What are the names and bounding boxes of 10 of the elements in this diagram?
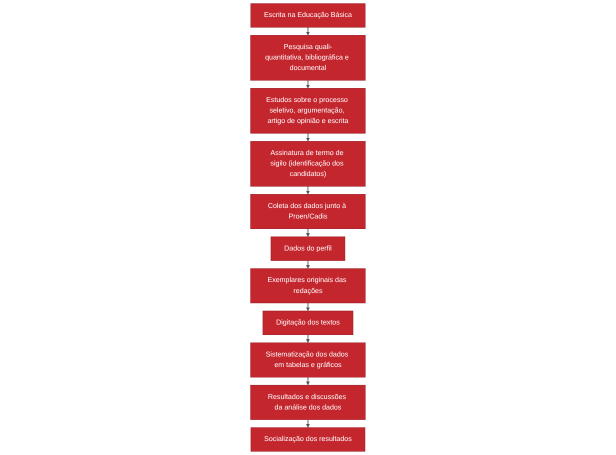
- arrow: [306, 228, 310, 237]
- arrow: [306, 186, 310, 195]
- arrow: [306, 419, 310, 428]
- arrow: [306, 80, 310, 89]
- arrow: [306, 260, 310, 269]
- arrow: [306, 334, 310, 343]
- arrow: [306, 376, 310, 386]
- arrow: [306, 302, 310, 312]
- arrow: [306, 132, 310, 142]
- arrow: [306, 26, 310, 36]
